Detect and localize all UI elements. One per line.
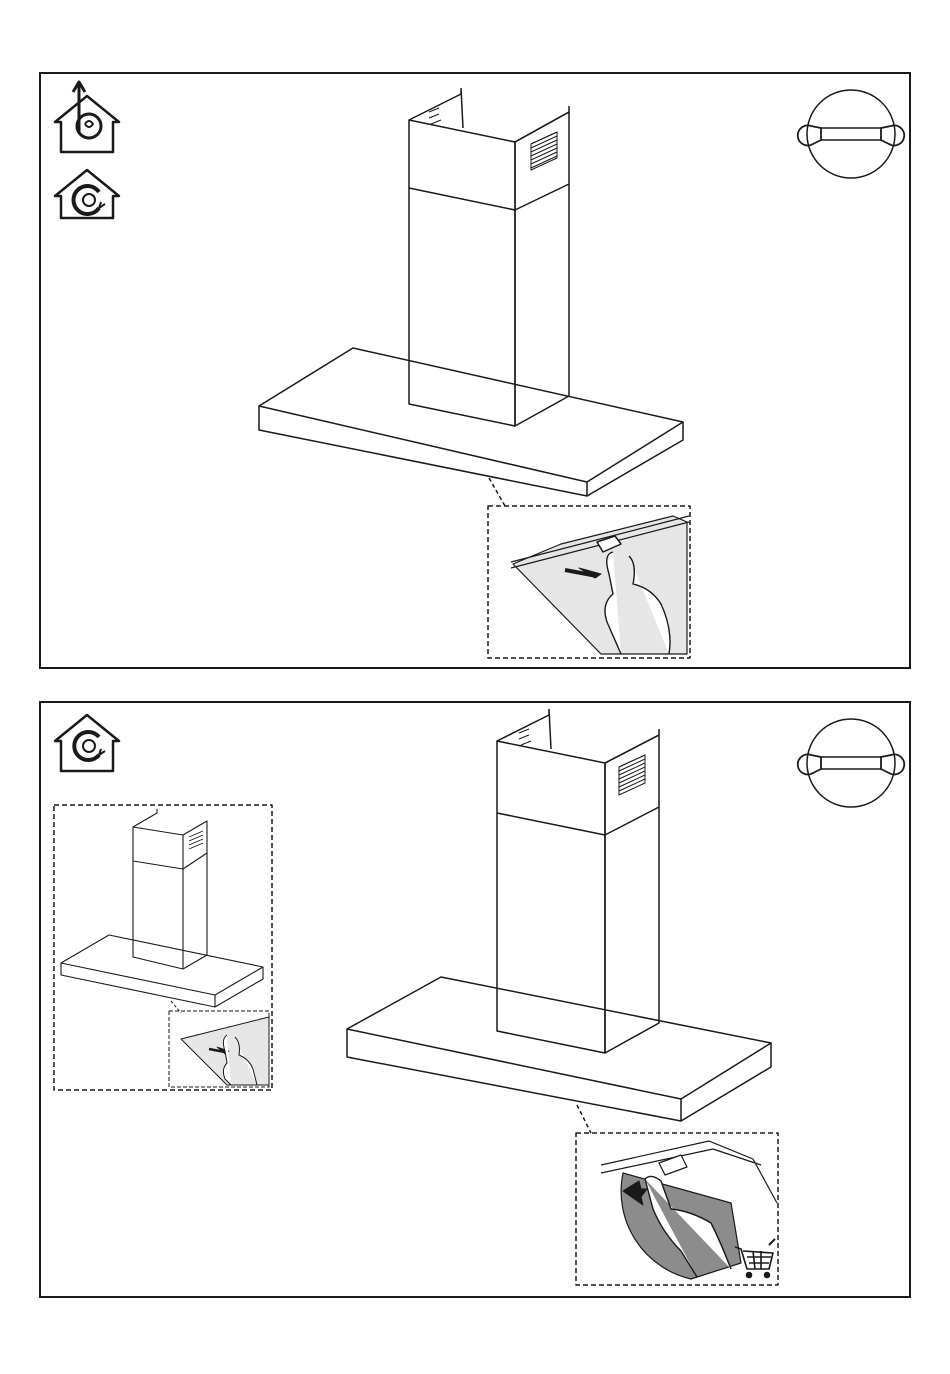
- ducted-extraction-icon: [55, 82, 119, 152]
- wrench-icon: [798, 90, 904, 178]
- hood-canopy: [259, 348, 683, 496]
- chimney-vent-grille: [531, 132, 557, 170]
- chimney-upper: [497, 709, 659, 835]
- carbon-filter-release-detail: [576, 1133, 778, 1285]
- chimney-vent-grille: [619, 755, 645, 795]
- recirculation-icon: [55, 715, 119, 771]
- chimney-lower: [409, 184, 569, 426]
- recirculation-icon: [55, 170, 119, 218]
- step-panel-1: [39, 72, 911, 669]
- reference-hood-inset: [54, 805, 272, 1090]
- grease-filter-release-detail: [488, 506, 690, 658]
- chimney-upper: [409, 88, 569, 210]
- shopping-cart-icon: [735, 1239, 775, 1278]
- hood-drawing-panel-2: [41, 703, 909, 1296]
- detail-leader-line: [489, 478, 505, 506]
- hood-canopy: [347, 977, 771, 1121]
- detail-leader-line: [577, 1105, 591, 1133]
- wrench-icon: [798, 719, 904, 807]
- step-panel-2: [39, 701, 911, 1298]
- hood-drawing-panel-1: [41, 74, 909, 667]
